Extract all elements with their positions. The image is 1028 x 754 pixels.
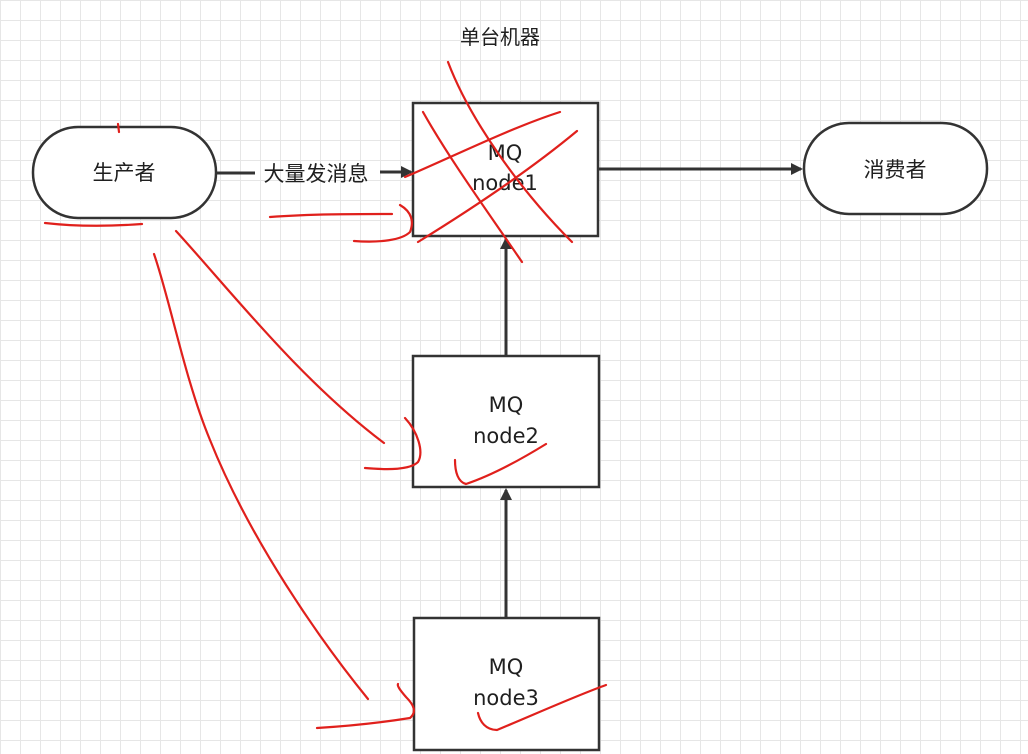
annotation-node3-hook bbox=[315, 682, 416, 730]
mq-node1-shape bbox=[411, 101, 600, 238]
annotation-producer-underline bbox=[43, 221, 144, 227]
annotation-curve-to-node2 bbox=[174, 229, 386, 445]
mq-node2[interactable]: MQ node2 bbox=[411, 354, 601, 489]
mq-node3[interactable]: MQ node3 bbox=[412, 616, 601, 752]
mq-node3-line1: MQ bbox=[489, 655, 524, 679]
mq-node2-line2: node2 bbox=[473, 424, 539, 448]
annotation-cross-3 bbox=[403, 110, 562, 179]
consumer-shape bbox=[802, 121, 989, 216]
annotation-node1-hook bbox=[352, 203, 413, 243]
producer-label: 生产者 bbox=[93, 161, 156, 185]
consumer-node[interactable]: 消费者 bbox=[802, 121, 989, 216]
edge-producer-to-node1: 大量发消息 bbox=[217, 162, 413, 186]
producer-node[interactable]: 生产者 bbox=[31, 125, 218, 220]
annotation-cross-1 bbox=[446, 60, 574, 244]
red-annotations bbox=[43, 60, 608, 732]
annotation-node2-scribble bbox=[453, 442, 548, 486]
diagram-title: 单台机器 bbox=[460, 25, 540, 49]
annotation-node2-hook bbox=[363, 416, 422, 471]
producer-shape bbox=[31, 125, 218, 220]
mq-node1[interactable]: MQ node1 bbox=[411, 101, 600, 238]
edge-label-send-messages: 大量发消息 bbox=[264, 162, 369, 186]
annotation-edge-underline bbox=[268, 212, 394, 219]
mq-node3-line2: node3 bbox=[473, 686, 539, 710]
annotation-node3-scribble bbox=[476, 683, 608, 732]
annotation-producer-tick bbox=[116, 122, 121, 134]
mq-node3-shape bbox=[412, 616, 601, 752]
mq-node2-line1: MQ bbox=[489, 393, 524, 417]
annotation-cross-4 bbox=[416, 129, 579, 244]
mq-node1-line2: node1 bbox=[472, 171, 538, 195]
mq-node2-shape bbox=[411, 354, 601, 489]
annotation-curve-to-node3 bbox=[152, 252, 370, 701]
consumer-label: 消费者 bbox=[864, 158, 927, 182]
annotation-cross-2 bbox=[421, 110, 524, 264]
